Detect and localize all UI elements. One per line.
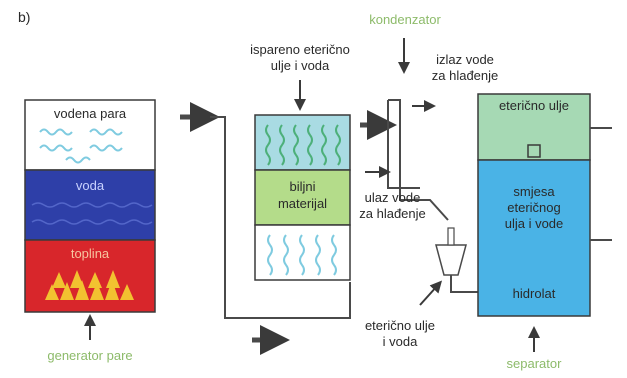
coolant-in-line1: ulaz vode <box>364 190 421 205</box>
float-indicator <box>527 144 541 158</box>
vapor-wave-icons <box>265 124 341 166</box>
water-ripple-icons <box>31 202 153 225</box>
coolant-out-line2: za hlađenje <box>431 68 499 83</box>
collector-funnel <box>419 227 478 306</box>
steam-wave-icons <box>39 128 123 164</box>
steam-rising-icons <box>267 234 337 276</box>
collector-caption-arrow <box>419 280 443 306</box>
water-section-label: voda <box>75 178 105 193</box>
steam-generator-caption: generator pare <box>47 348 133 363</box>
funnel-neck <box>447 227 455 246</box>
steam-generator <box>24 99 156 340</box>
condenser-shell <box>387 100 420 189</box>
condenser <box>360 38 449 221</box>
coolant-out-line1: izlaz vode <box>436 52 494 67</box>
separator-oil-layer <box>477 93 591 161</box>
funnel <box>435 244 467 276</box>
coolant-in-line2: za hlađenje <box>359 206 426 221</box>
condenser-tube <box>388 99 449 221</box>
vapor-label-line2: ulje i voda <box>270 58 330 73</box>
panel-label: b) <box>18 9 31 25</box>
steam-section-label: vodena para <box>53 106 127 121</box>
funnel-pipe <box>450 275 478 293</box>
separator-mixture-line1: smjesa <box>513 184 555 199</box>
separator-mixture-line2: eteričnog <box>507 200 561 215</box>
separator-mixture-line3: ulja i vode <box>504 216 564 231</box>
plant-material-line2: materijal <box>277 196 328 211</box>
separator-mixture-layer <box>477 159 591 317</box>
heat-section-label: toplina <box>70 246 110 261</box>
separator-oil-label: eterično ulje <box>498 98 570 113</box>
collector-caption-line1: eterično ulje <box>364 318 436 333</box>
extractor-column <box>254 80 351 281</box>
condenser-caption: kondenzator <box>369 12 441 27</box>
flame-icons <box>45 270 134 300</box>
steam-section <box>24 99 156 171</box>
feed-pipe <box>210 116 351 319</box>
plant-material-line1: biljni <box>289 179 316 194</box>
vapor-label-line1: ispareno eterično <box>250 42 350 57</box>
collector-caption-line2: i voda <box>382 334 418 349</box>
plant-material-section <box>254 169 351 226</box>
separator-caption: separator <box>506 356 562 371</box>
hydrolat-label: hidrolat <box>512 286 556 301</box>
separator <box>477 93 612 352</box>
